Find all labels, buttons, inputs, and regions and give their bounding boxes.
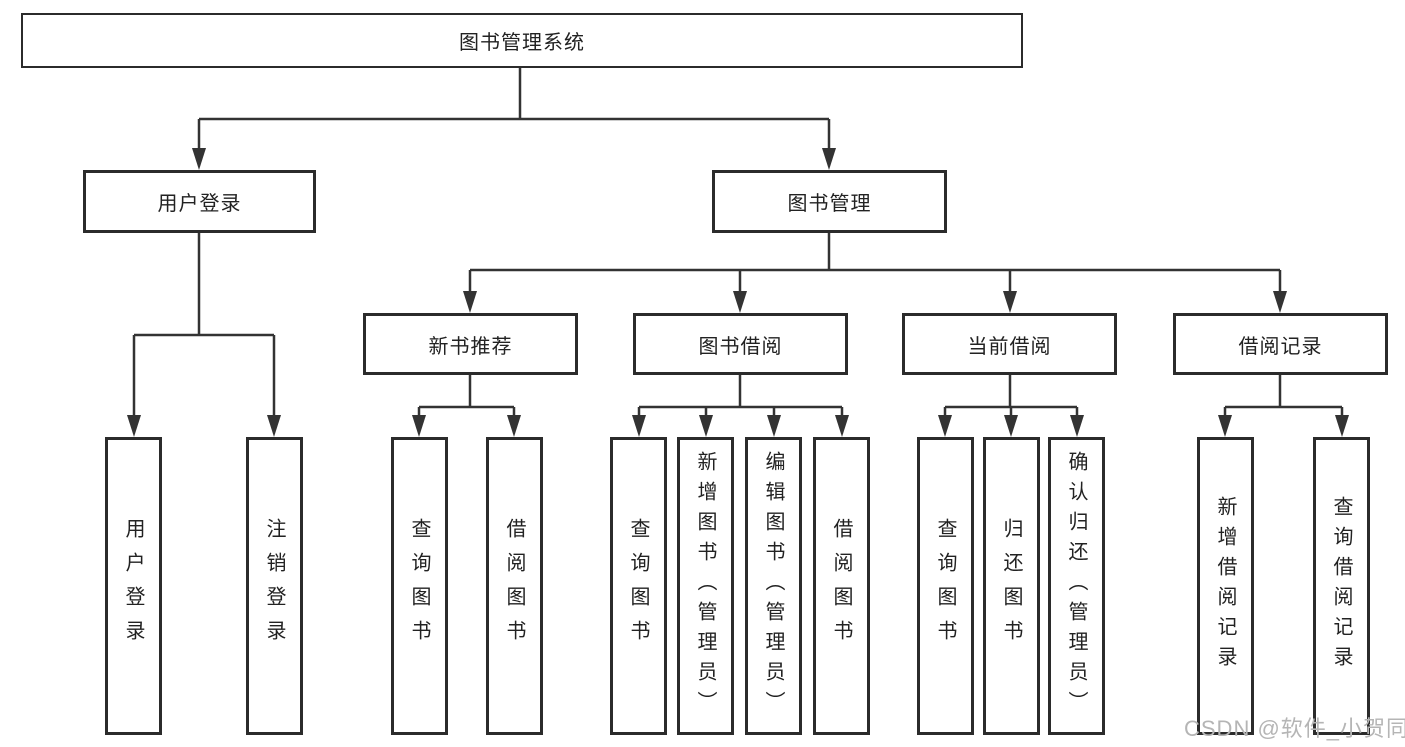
node-label: 编辑图书（管理员） (762, 451, 784, 721)
node-library-management-system: 图书管理系统 (21, 13, 1023, 68)
leaf-query-books-current: 查询图书 (917, 437, 974, 735)
leaf-borrow-books-recommend: 借阅图书 (486, 437, 543, 735)
node-label: 查询图书 (934, 518, 956, 654)
leaf-query-books-recommend: 查询图书 (391, 437, 448, 735)
leaf-query-borrow-record: 查询借阅记录 (1313, 437, 1370, 735)
node-label: 新书推荐 (428, 335, 513, 358)
leaf-add-borrow-record: 新增借阅记录 (1197, 437, 1254, 735)
node-label: 查询图书 (627, 518, 649, 654)
node-label: 图书管理 (787, 193, 872, 215)
leaf-confirm-return-admin: 确认归还（管理员） (1048, 437, 1105, 735)
node-new-book-recommend: 新书推荐 (363, 313, 578, 375)
node-label: 用户登录 (122, 518, 144, 654)
node-label: 查询借阅记录 (1330, 496, 1352, 676)
leaf-add-books-admin: 新增图书（管理员） (677, 437, 734, 735)
node-label: 图书借阅 (698, 335, 783, 358)
node-book-borrow: 图书借阅 (633, 313, 848, 375)
node-label: 借阅图书 (503, 518, 525, 654)
node-borrow-record: 借阅记录 (1173, 313, 1388, 375)
leaf-user-login: 用户登录 (105, 437, 162, 735)
leaf-logout: 注销登录 (246, 437, 303, 735)
node-label: 查询图书 (408, 518, 430, 654)
node-label: 图书管理系统 (459, 32, 585, 54)
node-label: 新增图书（管理员） (694, 451, 716, 721)
node-current-borrow: 当前借阅 (902, 313, 1117, 375)
node-label: 借阅图书 (830, 518, 852, 654)
csdn-watermark: CSDN @软件_小贺同学 (1184, 716, 1405, 741)
node-book-management: 图书管理 (712, 170, 947, 233)
node-label: 归还图书 (1000, 518, 1022, 654)
node-label: 用户登录 (157, 193, 242, 215)
node-label: 当前借阅 (967, 335, 1052, 358)
leaf-borrow-books: 借阅图书 (813, 437, 870, 735)
node-label: 确认归还（管理员） (1065, 451, 1087, 721)
leaf-return-books: 归还图书 (983, 437, 1040, 735)
node-label: 借阅记录 (1238, 335, 1323, 358)
node-label: 新增借阅记录 (1214, 496, 1236, 676)
node-user-login: 用户登录 (83, 170, 316, 233)
leaf-query-books-borrow: 查询图书 (610, 437, 667, 735)
node-label: 注销登录 (263, 518, 285, 654)
leaf-edit-books-admin: 编辑图书（管理员） (745, 437, 802, 735)
